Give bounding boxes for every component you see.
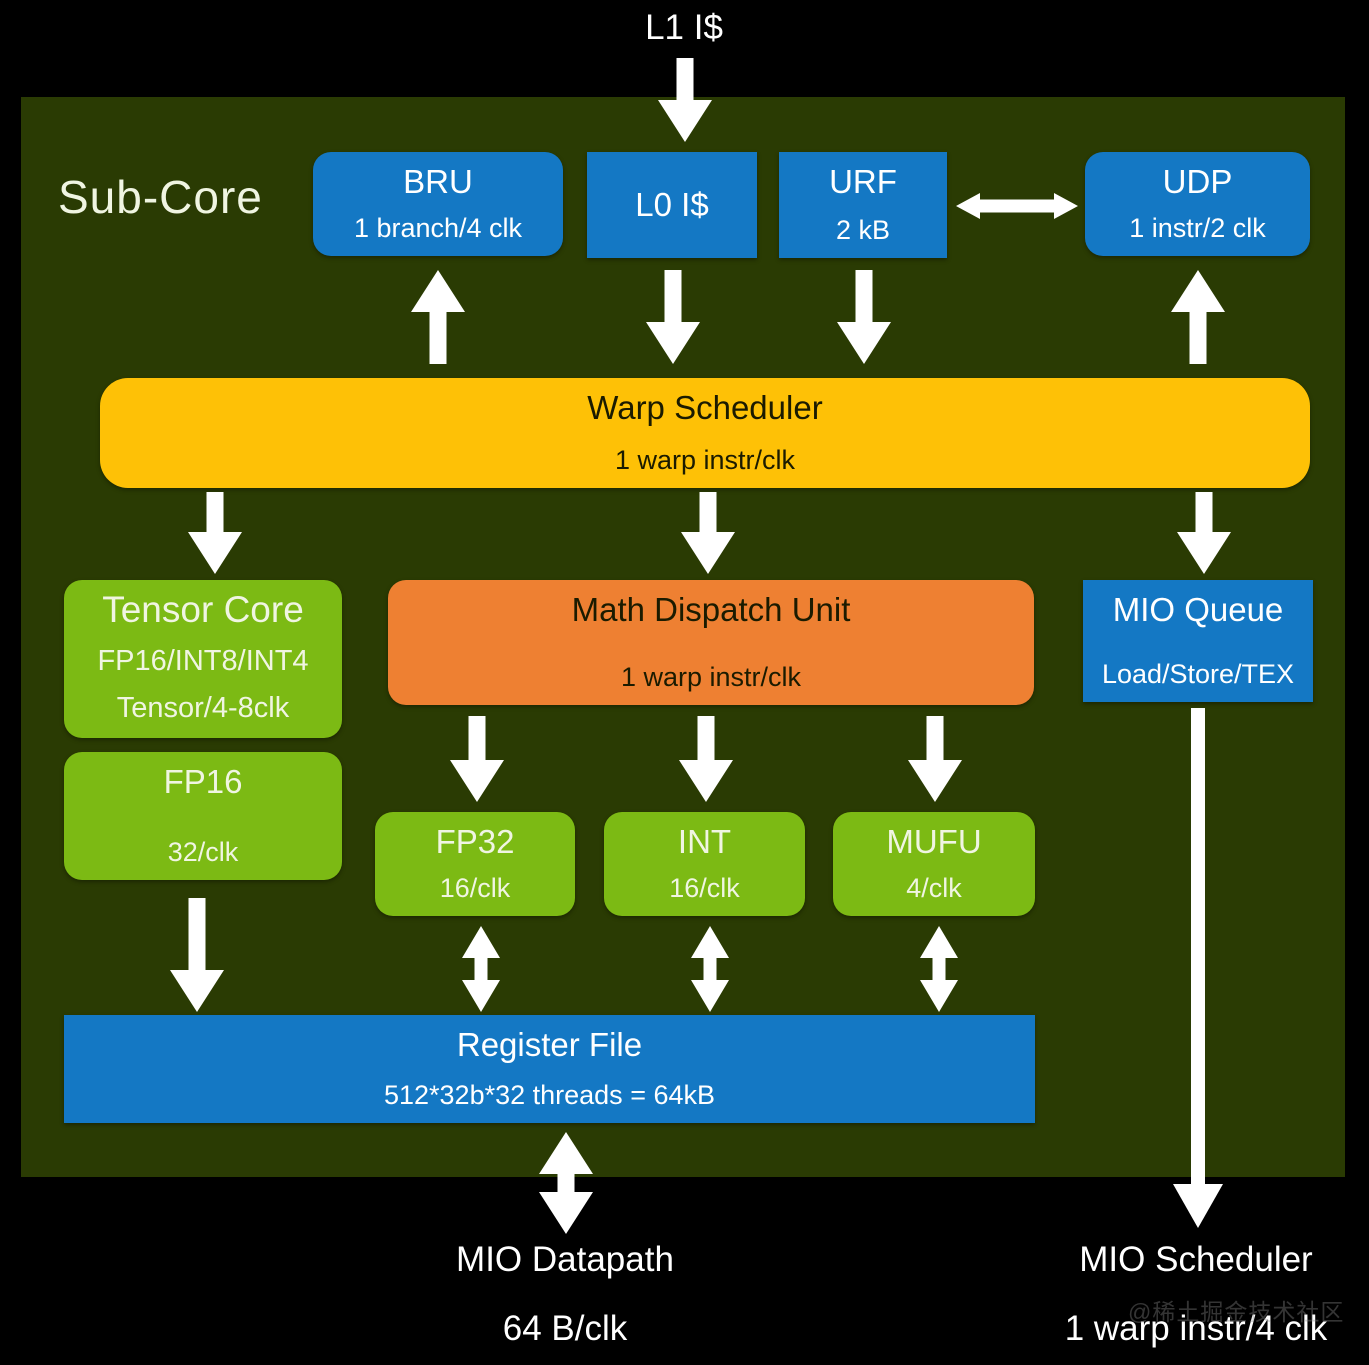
bru-title: BRU bbox=[403, 163, 473, 200]
arrow-fp16-to-regfile bbox=[169, 898, 225, 1012]
arrow-mdu-to-int bbox=[678, 716, 734, 802]
bru-box: BRU 1 branch/4 clk bbox=[313, 152, 563, 256]
arrow-mufu-regfile bbox=[911, 926, 967, 1012]
int-box: INT 16/clk bbox=[604, 812, 805, 916]
mio-queue-title: MIO Queue bbox=[1112, 591, 1284, 628]
arrow-l0-to-scheduler bbox=[645, 270, 701, 364]
arrow-mio-queue-to-scheduler bbox=[1170, 708, 1226, 1228]
register-file-title: Register File bbox=[456, 1026, 643, 1063]
arrow-scheduler-to-mio-queue bbox=[1176, 492, 1232, 574]
arrow-int-regfile bbox=[682, 926, 738, 1012]
math-dispatch-title: Math Dispatch Unit bbox=[571, 591, 851, 628]
urf-title: URF bbox=[829, 163, 897, 200]
mio-scheduler-label: MIO Scheduler 1 warp instr/4 clk bbox=[1021, 1240, 1369, 1349]
udp-box: UDP 1 instr/2 clk bbox=[1085, 152, 1310, 256]
mio-datapath-label: MIO Datapath 64 B/clk bbox=[415, 1240, 715, 1349]
mufu-subtitle: 4/clk bbox=[906, 873, 962, 904]
watermark: @稀土掘金技术社区 bbox=[1128, 1299, 1345, 1325]
tensor-core-line3: Tensor/4-8clk bbox=[116, 691, 290, 724]
mio-datapath-subtitle: 64 B/clk bbox=[502, 1309, 628, 1348]
mio-queue-subtitle: Load/Store/TEX bbox=[1101, 659, 1295, 690]
arrow-mdu-to-fp32 bbox=[449, 716, 505, 802]
mio-datapath-title: MIO Datapath bbox=[456, 1240, 674, 1279]
urf-subtitle: 2 kB bbox=[835, 215, 891, 246]
mufu-title: MUFU bbox=[886, 823, 982, 860]
tensor-core-title: Tensor Core bbox=[102, 589, 304, 630]
register-file-subtitle: 512*32b*32 threads = 64kB bbox=[383, 1080, 715, 1111]
fp16-title: FP16 bbox=[163, 763, 243, 800]
diagram-title: Sub-Core bbox=[58, 171, 263, 223]
arrow-scheduler-to-bru bbox=[410, 270, 466, 364]
udp-subtitle: 1 instr/2 clk bbox=[1129, 213, 1266, 244]
warp-scheduler-title: Warp Scheduler bbox=[587, 389, 823, 426]
arrow-l1-to-l0 bbox=[657, 58, 713, 142]
urf-box: URF 2 kB bbox=[779, 152, 947, 258]
register-file-box: Register File 512*32b*32 threads = 64kB bbox=[64, 1015, 1035, 1123]
math-dispatch-subtitle: 1 warp instr/clk bbox=[620, 662, 802, 693]
arrow-scheduler-to-tensor bbox=[187, 492, 243, 574]
fp32-title: FP32 bbox=[435, 823, 515, 860]
mufu-box: MUFU 4/clk bbox=[833, 812, 1035, 916]
bru-subtitle: 1 branch/4 clk bbox=[353, 213, 523, 244]
arrow-mdu-to-mufu bbox=[907, 716, 963, 802]
arrow-scheduler-to-udp bbox=[1170, 270, 1226, 364]
int-title: INT bbox=[677, 823, 732, 860]
tensor-core-line2: FP16/INT8/INT4 bbox=[97, 644, 309, 677]
arrow-urf-to-scheduler bbox=[836, 270, 892, 364]
l0-icache-box: L0 I$ bbox=[587, 152, 757, 258]
l1-icache-label: L1 I$ bbox=[645, 8, 723, 47]
l0-icache-title: L0 I$ bbox=[635, 185, 709, 223]
mio-scheduler-subtitle: 1 warp instr/4 clk bbox=[1064, 1309, 1328, 1348]
arrow-scheduler-to-mdu bbox=[680, 492, 736, 574]
math-dispatch-box: Math Dispatch Unit 1 warp instr/clk bbox=[388, 580, 1034, 705]
fp32-box: FP32 16/clk bbox=[375, 812, 575, 916]
int-subtitle: 16/clk bbox=[669, 873, 740, 904]
udp-title: UDP bbox=[1162, 163, 1233, 200]
fp16-subtitle: 32/clk bbox=[167, 837, 239, 868]
warp-scheduler-box: Warp Scheduler 1 warp instr/clk bbox=[100, 378, 1310, 488]
warp-scheduler-subtitle: 1 warp instr/clk bbox=[614, 445, 796, 476]
fp16-box: FP16 32/clk bbox=[64, 752, 342, 880]
arrow-urf-udp bbox=[956, 182, 1078, 230]
arrow-fp32-regfile bbox=[453, 926, 509, 1012]
arrow-regfile-mio-datapath bbox=[538, 1132, 594, 1234]
fp32-subtitle: 16/clk bbox=[439, 873, 511, 904]
mio-scheduler-title: MIO Scheduler bbox=[1079, 1240, 1313, 1279]
tensor-core-box: Tensor Core FP16/INT8/INT4 Tensor/4-8clk bbox=[64, 580, 342, 738]
mio-queue-box: MIO Queue Load/Store/TEX bbox=[1083, 580, 1313, 702]
